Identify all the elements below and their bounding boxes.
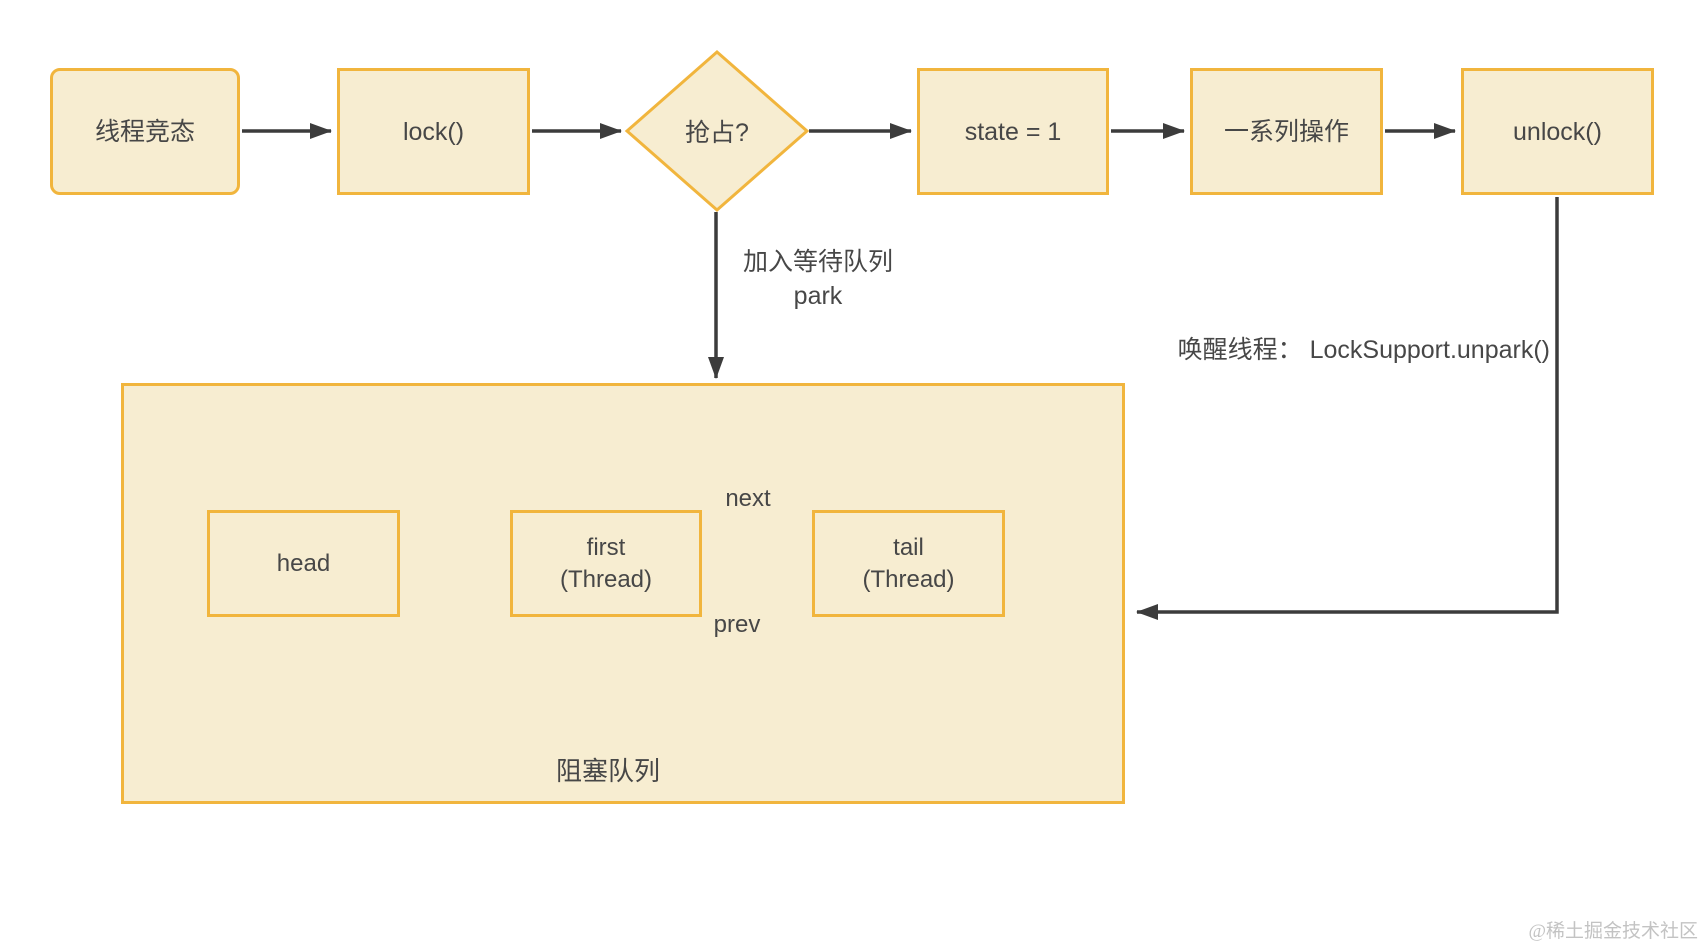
enqueue-label-line2: park: [793, 282, 843, 310]
node-state-label: state = 1: [964, 117, 1062, 146]
node-operations-label: 一系列操作: [1223, 117, 1349, 146]
arrow-unlock-to-queue: [1136, 197, 1559, 620]
node-tail: tail (Thread): [812, 510, 1005, 617]
node-operations: 一系列操作: [1190, 68, 1383, 195]
prev-label: prev: [713, 611, 761, 638]
node-tail-label-line1: tail: [893, 533, 924, 561]
node-thread-race-label: 线程竞态: [94, 117, 195, 146]
watermark: @稀土掘金技术社区: [1528, 921, 1699, 942]
enqueue-label-line1: 加入等待队列: [742, 248, 893, 276]
node-decision: 抢占?: [627, 52, 807, 210]
node-first-label-line1: first: [586, 533, 626, 561]
node-head: head: [207, 510, 400, 617]
blocking-queue-label: 阻塞队列: [555, 756, 660, 786]
node-head-label: head: [276, 549, 331, 577]
node-lock: lock(): [337, 68, 530, 195]
node-unlock-label: unlock(): [1513, 117, 1602, 146]
node-unlock: unlock(): [1461, 68, 1654, 195]
enqueue-label: 加入等待队列 park: [668, 245, 968, 313]
node-decision-label: 抢占?: [685, 119, 749, 147]
decision-diamond-shape: [624, 50, 810, 212]
next-label: next: [725, 485, 771, 512]
node-thread-race: 线程竞态: [50, 68, 240, 195]
node-tail-label-line2: (Thread): [862, 565, 955, 593]
node-first-label-line2: (Thread): [559, 565, 653, 593]
node-lock-label: lock(): [402, 117, 465, 146]
node-state: state = 1: [917, 68, 1109, 195]
node-first: first (Thread): [510, 510, 702, 617]
wakeup-label: 唤醒线程： LockSupport.unpark(): [1177, 336, 1550, 364]
